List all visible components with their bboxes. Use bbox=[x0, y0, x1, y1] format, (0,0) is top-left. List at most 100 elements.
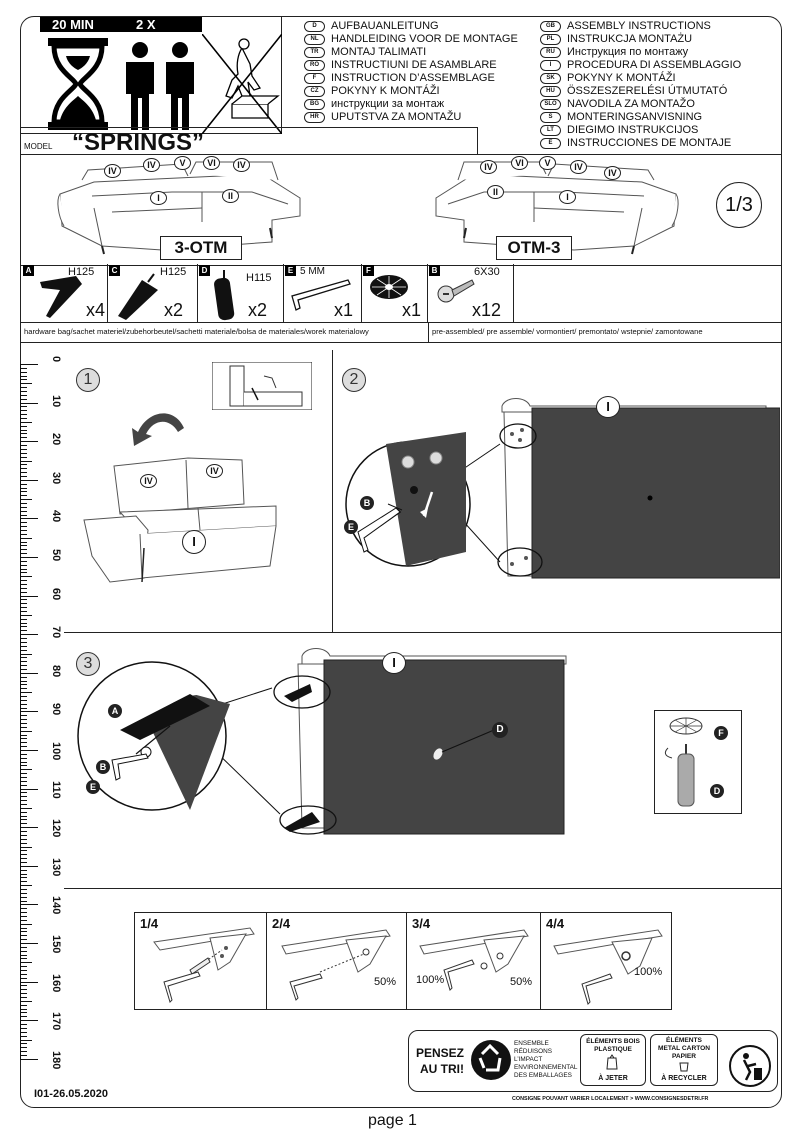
substep-4-pct: 100% bbox=[634, 966, 663, 978]
ruler-tick bbox=[20, 591, 27, 593]
hardware-letter-f: F bbox=[363, 265, 374, 276]
ruler-tick bbox=[20, 391, 27, 393]
ruler-tick bbox=[20, 645, 27, 647]
ruler-label: 40 bbox=[50, 510, 62, 523]
ruler-tick bbox=[20, 456, 27, 458]
hardware-size-a: H125 bbox=[68, 266, 95, 278]
substep-3-pct-b: 50% bbox=[510, 976, 533, 988]
ruler-tick bbox=[20, 838, 27, 840]
callout-f: F bbox=[714, 726, 728, 740]
ruler-tick bbox=[20, 927, 27, 929]
language-code-badge: GB bbox=[540, 21, 561, 32]
hardware-cell-c: C H125 x2 bbox=[108, 264, 198, 322]
ruler-tick bbox=[20, 958, 27, 960]
language-code-badge: PL bbox=[540, 34, 561, 45]
ruler-tick bbox=[20, 692, 32, 694]
ruler-tick bbox=[20, 448, 27, 450]
ruler-tick bbox=[20, 518, 38, 520]
ensemble-line: ENVIRONNEMENTAL bbox=[514, 1064, 578, 1071]
metal-line: ÉLÉMENTS bbox=[666, 1037, 702, 1044]
ruler-tick bbox=[20, 398, 27, 400]
ruler-tick bbox=[20, 668, 27, 670]
ruler-tick bbox=[20, 533, 27, 535]
model-label: MODEL bbox=[24, 142, 53, 151]
ruler-tick bbox=[20, 1054, 27, 1056]
two-persons-icon bbox=[126, 42, 194, 130]
ruler-tick bbox=[20, 719, 27, 721]
hardware-letter-a: A bbox=[23, 265, 34, 276]
callout-b: B bbox=[360, 496, 374, 510]
hardware-size-c: H125 bbox=[160, 266, 187, 278]
substep-1-label: 1/4 bbox=[140, 916, 159, 931]
recycling-box bbox=[408, 1030, 778, 1092]
ruler-tick bbox=[20, 475, 27, 477]
language-code-badge: SK bbox=[540, 73, 561, 84]
sofa-section-drawing bbox=[83, 457, 277, 583]
ruler-tick bbox=[20, 865, 38, 867]
a-recycler-label: À RECYCLER bbox=[661, 1075, 707, 1082]
hardware-size-e: 5 MM bbox=[300, 266, 325, 277]
ruler-tick bbox=[20, 1035, 27, 1037]
ruler-tick bbox=[20, 850, 27, 852]
sofa-label-left: 3-OTM bbox=[160, 236, 242, 260]
ruler-tick bbox=[20, 981, 38, 983]
language-title: INSTRUCTION D’ASSEMBLAGE bbox=[331, 72, 495, 84]
ruler-tick bbox=[20, 900, 27, 902]
language-code-badge: CZ bbox=[304, 86, 325, 97]
hardware-divider bbox=[20, 322, 782, 323]
language-title: INSTRUCCIONES DE MONTAJE bbox=[567, 137, 732, 149]
language-code-badge: RU bbox=[540, 47, 561, 58]
hardware-letter-b: B bbox=[429, 265, 440, 276]
ruler-tick bbox=[20, 726, 27, 728]
ruler-tick bbox=[20, 734, 27, 736]
ruler-tick bbox=[20, 394, 27, 396]
ruler-tick bbox=[20, 815, 27, 817]
ruler-tick bbox=[20, 641, 27, 643]
ruler-tick bbox=[20, 861, 27, 863]
ruler-tick bbox=[20, 541, 27, 543]
ruler-tick bbox=[20, 977, 27, 979]
ruler-tick bbox=[20, 746, 27, 748]
ensemble-line: DES EMBALLAGES bbox=[514, 1072, 572, 1079]
language-code-badge: F bbox=[304, 73, 325, 84]
ruler-label: 120 bbox=[50, 819, 62, 838]
step-2-mark-i: I bbox=[596, 396, 620, 418]
ruler-tick bbox=[20, 460, 32, 462]
language-code-badge: BG bbox=[304, 99, 325, 110]
ruler-tick bbox=[20, 584, 27, 586]
ruler-tick bbox=[20, 479, 38, 481]
ruler-label: 100 bbox=[50, 742, 62, 761]
ruler-tick bbox=[20, 915, 27, 917]
module-mark-ii: II bbox=[222, 189, 239, 203]
ruler-tick bbox=[20, 1051, 27, 1053]
ruler-label: 30 bbox=[50, 471, 62, 485]
tidyman-icon bbox=[729, 1045, 771, 1087]
ruler-tick bbox=[20, 603, 27, 605]
ruler-tick bbox=[20, 576, 32, 578]
page-number: page 1 bbox=[368, 1112, 417, 1129]
step-3-mark-i: I bbox=[382, 652, 406, 674]
module-mark-iv: IV bbox=[104, 164, 121, 178]
felt-pad-icon bbox=[370, 275, 408, 299]
metal-line: PAPIER bbox=[671, 1053, 697, 1060]
allen-key-icon bbox=[291, 279, 351, 311]
language-title: ASSEMBLY INSTRUCTIONS bbox=[567, 20, 711, 32]
ruler-tick bbox=[20, 896, 27, 898]
ruler-tick bbox=[20, 707, 27, 709]
ruler-label: 110 bbox=[50, 780, 62, 799]
ruler-label: 10 bbox=[50, 394, 62, 407]
ruler-tick bbox=[20, 888, 27, 890]
substep-2-label: 2/4 bbox=[272, 916, 291, 931]
ruler-tick bbox=[20, 1047, 27, 1049]
ruler-tick bbox=[20, 757, 27, 759]
ruler-tick bbox=[20, 997, 27, 999]
ruler-tick bbox=[20, 935, 27, 937]
leg-assembly-inset bbox=[654, 710, 742, 814]
ruler-label: 140 bbox=[50, 896, 62, 915]
